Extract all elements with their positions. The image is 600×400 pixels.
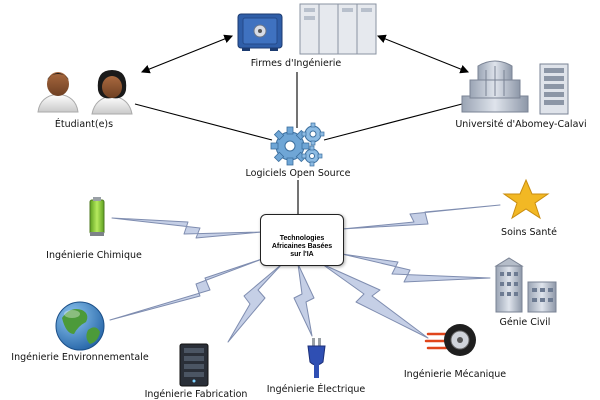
- connector-bolts: [109, 204, 501, 343]
- connector-lines: [134, 34, 470, 214]
- firmes-label: Firmes d'Ingénierie: [250, 58, 342, 69]
- student-male-icon: [37, 72, 79, 113]
- battery-icon: [89, 197, 105, 236]
- bolt-to-mecanique: [321, 263, 429, 339]
- bolt-to-fabrication: [227, 263, 283, 343]
- sante-label: Soins Santé: [501, 227, 557, 238]
- chimique-label: Ingénierie Chimique: [46, 250, 142, 261]
- globe-icon: [55, 301, 105, 351]
- server-cabinet-icon: [299, 3, 377, 55]
- bolt-to-electrique: [293, 263, 315, 337]
- etudiants-label: Étudiant(e)s: [54, 119, 114, 130]
- environnementale-label: Ingénierie Environnementale: [11, 352, 149, 363]
- universite-label: Université d'Abomey-Calavi: [455, 119, 587, 130]
- bolt-to-environnementale: [109, 257, 266, 321]
- electrique-label: Ingénierie Électrique: [266, 384, 366, 395]
- student-female-icon: [91, 70, 133, 115]
- hub-label: Technologies Africaines Basées sur l'IA: [271, 235, 333, 258]
- bolt-to-chimique: [111, 217, 263, 239]
- safe-icon: [237, 13, 283, 51]
- fabrication-label: Ingénierie Fabrication: [144, 389, 248, 400]
- buildings-icon: [494, 257, 557, 313]
- bolt-to-civil: [341, 253, 491, 283]
- gears-icon: [270, 122, 325, 167]
- arrow-firmes-universite: [376, 34, 470, 74]
- arrow-firmes-etudiants: [140, 34, 234, 74]
- line-universite-logiciels: [323, 103, 463, 141]
- bolt-to-sante: [341, 204, 501, 230]
- civil-label: Génie Civil: [499, 317, 551, 328]
- server-rack-icon: [539, 63, 569, 115]
- mecanique-label: Ingénierie Mécanique: [403, 369, 507, 380]
- server-tower-icon: [179, 343, 209, 387]
- plug-icon: [307, 338, 326, 378]
- wheel-icon: [424, 324, 476, 356]
- logiciels-label: Logiciels Open Source: [245, 168, 351, 179]
- star-icon: [502, 178, 550, 220]
- university-building-icon: [461, 60, 529, 113]
- line-etudiants-logiciels: [134, 103, 273, 141]
- hub-box: Technologies Africaines Basées sur l'IA: [260, 214, 344, 266]
